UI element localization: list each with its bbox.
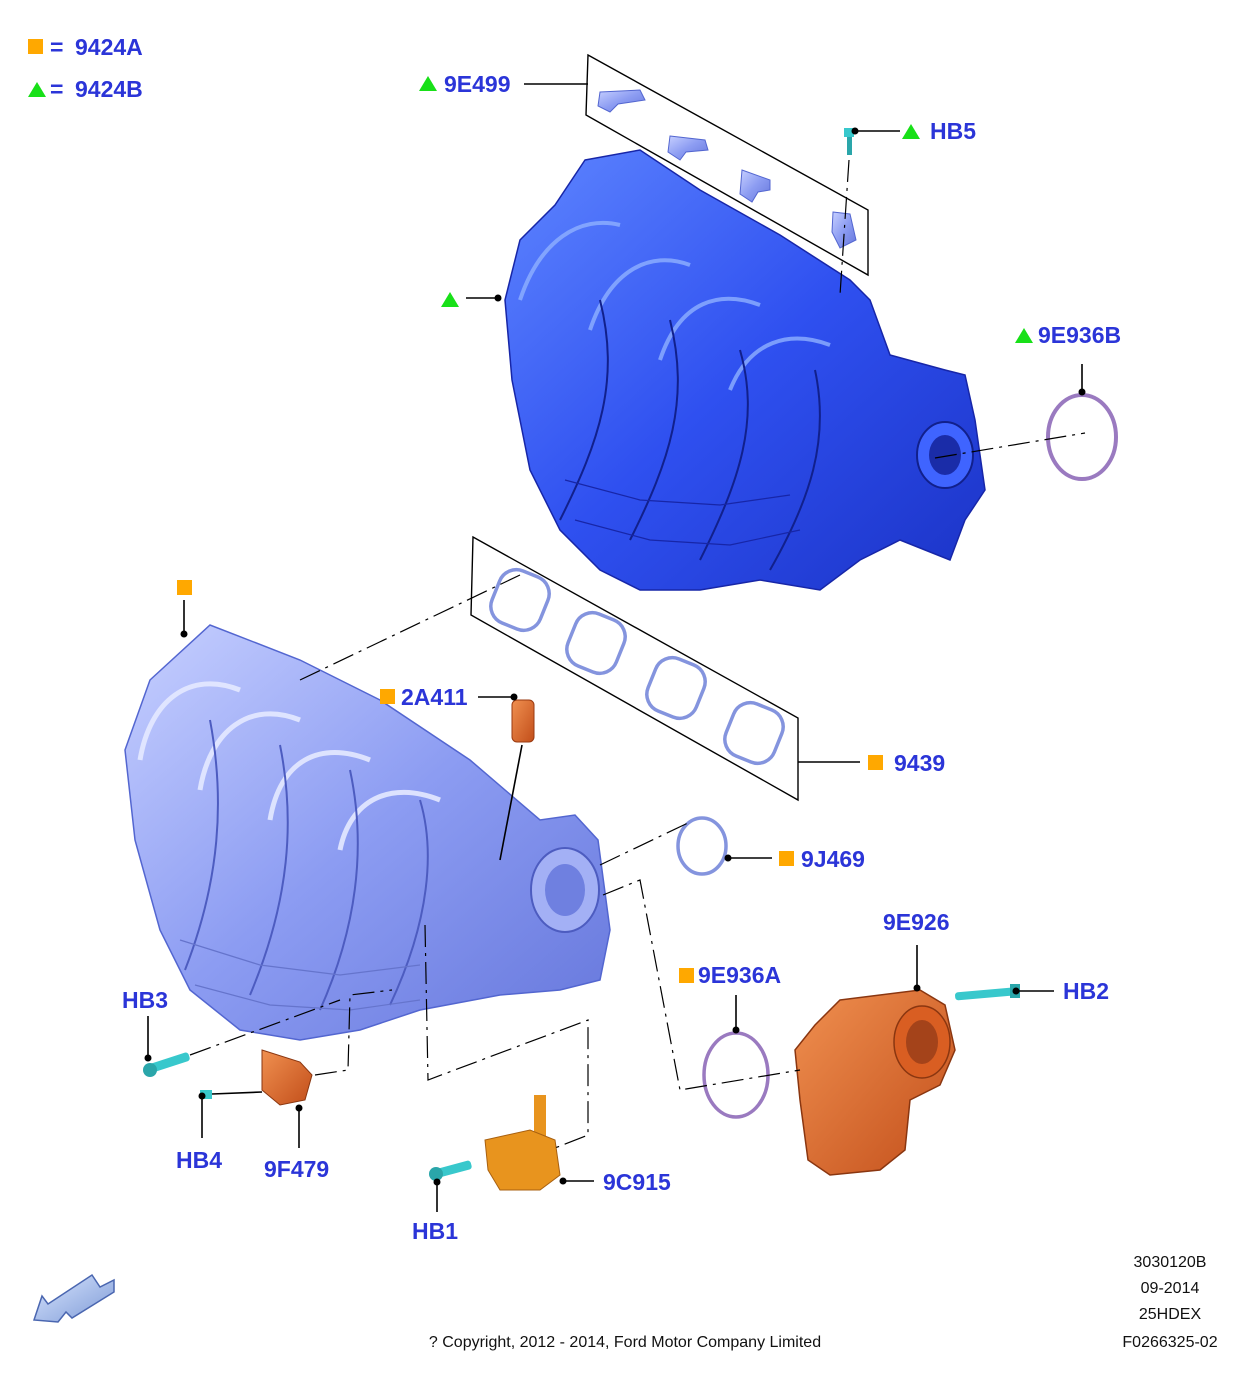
label-HB4: HB4 [176,1147,222,1173]
square-marker-icon [679,968,694,983]
legend-equals: = [50,34,63,60]
square-marker-icon [177,580,192,595]
valve-9F479 [261,989,393,1106]
valve-9C915 [424,924,589,1191]
reference-line-4: F0266325-02 [1122,1334,1217,1351]
leader-lines [144,83,1086,1212]
label-9E936A: 9E936A [698,962,781,988]
part-labels: 9E499 HB5 9E936B 2A411 9439 9J469 9E926 … [122,71,1121,1244]
label-9F479: 9F479 [264,1156,329,1182]
triangle-marker-icon [1015,328,1033,343]
triangle-marker-icon [441,292,459,307]
label-9E499: 9E499 [444,71,511,97]
gasket-9E936A [702,1031,770,1119]
upper-intake-manifold [504,149,986,591]
square-marker-icon [779,851,794,866]
sensor-2A411 [499,699,535,861]
triangle-marker-icon [902,124,920,139]
bolt-HB5 [839,128,854,296]
reference-block: 3030120B 09-2014 25HDEX F0266325-02 [1122,1254,1217,1351]
label-HB5: HB5 [930,118,976,144]
label-HB2: HB2 [1063,978,1109,1004]
bolt-HB1 [429,1160,472,1181]
legend-label-9424A: 9424A [75,34,143,60]
gasket-set-9439 [470,535,799,802]
bolt-HB4 [200,1090,263,1099]
bolt-HB2 [955,984,1020,1001]
reference-line-2: 09-2014 [1141,1280,1200,1297]
triangle-marker-icon [419,76,437,91]
square-marker-icon [380,689,395,704]
label-2A411: 2A411 [401,684,468,710]
legend-label-9424B: 9424B [75,76,143,102]
copyright-notice: ? Copyright, 2012 - 2014, Ford Motor Com… [429,1334,821,1351]
reference-line-3: 25HDEX [1139,1306,1202,1323]
label-9439: 9439 [894,750,945,776]
injector-bracket-group [585,53,869,277]
reference-line-1: 3030120B [1134,1254,1207,1271]
label-HB1: HB1 [412,1218,458,1244]
bolt-HB3 [143,999,341,1077]
square-marker-icon [28,39,43,54]
triangle-marker-icon [28,82,46,97]
arrow-down-left-icon [32,1273,115,1323]
label-HB3: HB3 [122,987,168,1013]
label-9E926: 9E926 [883,909,950,935]
label-9J469: 9J469 [801,846,865,872]
throttle-body-9E926 [794,989,956,1176]
gasket-9J469 [676,816,728,876]
square-marker-icon [868,755,883,770]
label-9C915: 9C915 [603,1169,671,1195]
lower-intake-manifold [124,624,611,1041]
label-9E936B: 9E936B [1038,322,1121,348]
legend: = 9424A = 9424B [28,34,143,102]
legend-equals-2: = [50,76,63,102]
